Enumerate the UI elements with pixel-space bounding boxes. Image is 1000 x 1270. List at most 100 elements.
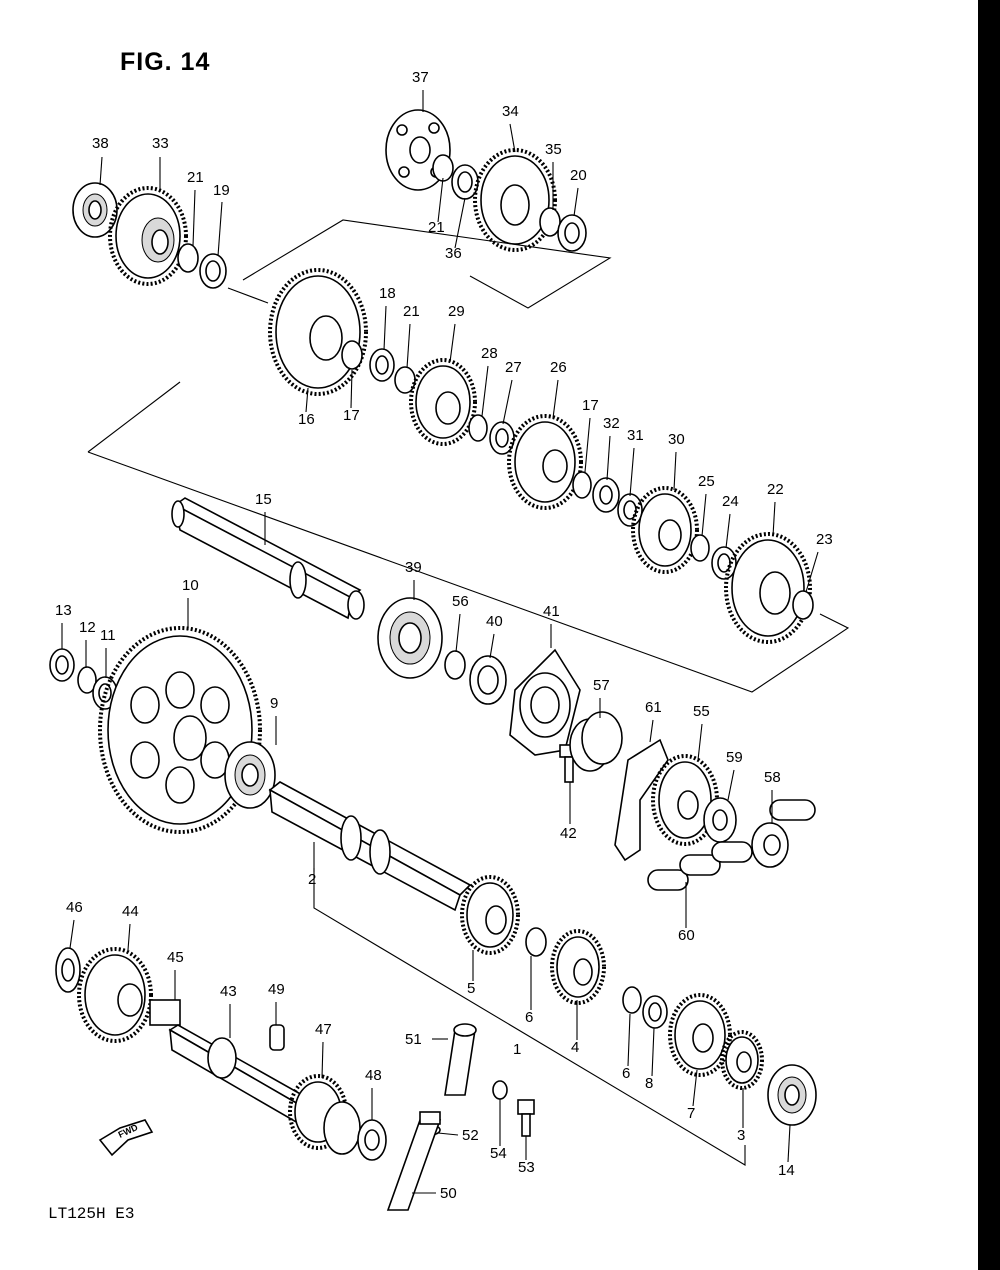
circlip-6-left bbox=[525, 927, 547, 957]
callout-11: 11 bbox=[100, 627, 116, 644]
fwd-arrow-icon bbox=[98, 1119, 154, 1157]
leader-line-30 bbox=[673, 451, 677, 491]
model-code: LT125H E3 bbox=[48, 1205, 135, 1223]
callout-15: 15 bbox=[255, 491, 272, 508]
plate-41 bbox=[509, 648, 581, 756]
bushing-17-lower bbox=[572, 471, 592, 499]
leader-line-24 bbox=[725, 513, 731, 549]
callout-6a: 6 bbox=[525, 1009, 533, 1026]
callout-6b: 6 bbox=[622, 1065, 630, 1082]
callout-17b: 17 bbox=[582, 397, 599, 414]
callout-23: 23 bbox=[816, 531, 833, 548]
bearing-39 bbox=[377, 597, 443, 679]
callout-19: 19 bbox=[213, 182, 230, 199]
callout-60: 60 bbox=[678, 927, 695, 944]
gear-34 bbox=[473, 148, 557, 252]
callout-16: 16 bbox=[298, 411, 315, 428]
washer-18 bbox=[369, 348, 395, 382]
leader-line-40 bbox=[489, 633, 495, 659]
callout-17a: 17 bbox=[343, 407, 360, 424]
washer-46 bbox=[55, 947, 81, 993]
bearing-14 bbox=[767, 1064, 817, 1126]
callout-13: 13 bbox=[55, 602, 72, 619]
mainshaft-2 bbox=[268, 781, 472, 912]
callout-59: 59 bbox=[726, 749, 743, 766]
circlip-21-middle bbox=[394, 366, 416, 394]
callout-26: 26 bbox=[550, 359, 567, 376]
callout-52: 52 bbox=[462, 1127, 479, 1144]
leader-line-47 bbox=[321, 1041, 324, 1079]
nut-58 bbox=[751, 822, 789, 868]
washer-48 bbox=[357, 1119, 387, 1161]
circlip-12 bbox=[77, 666, 97, 694]
leader-line-21b bbox=[437, 177, 444, 223]
circlip-6-right bbox=[622, 986, 642, 1014]
bearing-9 bbox=[224, 741, 276, 809]
bushing-51 bbox=[444, 1023, 477, 1096]
callout-35: 35 bbox=[545, 141, 562, 158]
leader-line-26 bbox=[552, 379, 559, 419]
washer-27 bbox=[489, 421, 515, 455]
callout-18: 18 bbox=[379, 285, 396, 302]
leader-line-6b bbox=[627, 1013, 631, 1067]
scan-edge-bar bbox=[978, 0, 1000, 1270]
leader-line-21c bbox=[406, 323, 411, 369]
pin-49 bbox=[269, 1024, 285, 1051]
callout-27: 27 bbox=[505, 359, 522, 376]
leader-line-44 bbox=[127, 923, 131, 951]
circlip-21-top bbox=[177, 243, 199, 273]
callout-45: 45 bbox=[167, 949, 184, 966]
callout-49: 49 bbox=[268, 981, 285, 998]
callout-58: 58 bbox=[764, 769, 781, 786]
callout-47: 47 bbox=[315, 1021, 332, 1038]
leader-line-52 bbox=[437, 1132, 459, 1136]
callout-54: 54 bbox=[490, 1145, 507, 1162]
washer-36 bbox=[451, 164, 479, 200]
callout-56: 56 bbox=[452, 593, 469, 610]
callout-7: 7 bbox=[687, 1105, 695, 1122]
gear-5 bbox=[460, 875, 520, 955]
circlip-28 bbox=[468, 414, 488, 442]
leader-line-22 bbox=[772, 501, 776, 537]
leader-line-18 bbox=[383, 305, 387, 351]
leader-line-8 bbox=[651, 1027, 655, 1077]
callout-51: 51 bbox=[405, 1031, 422, 1048]
leader-lines bbox=[61, 90, 819, 1194]
callout-20: 20 bbox=[570, 167, 587, 184]
leader-line-25 bbox=[701, 493, 707, 537]
bushing-23 bbox=[792, 590, 814, 620]
washer-20 bbox=[557, 214, 587, 252]
callout-46: 46 bbox=[66, 899, 83, 916]
washer-59 bbox=[703, 797, 737, 843]
leader-line-20 bbox=[573, 187, 579, 217]
callout-32: 32 bbox=[603, 415, 620, 432]
plate-61 bbox=[614, 738, 669, 862]
callout-24: 24 bbox=[722, 493, 739, 510]
gear-shaft-50 bbox=[386, 1111, 442, 1211]
callout-39: 39 bbox=[405, 559, 422, 576]
leader-line-61 bbox=[649, 719, 654, 743]
gear-22 bbox=[724, 532, 812, 644]
leader-line-55 bbox=[697, 723, 703, 761]
gear-29 bbox=[409, 358, 477, 446]
callout-29: 29 bbox=[448, 303, 465, 320]
callout-14: 14 bbox=[778, 1162, 795, 1179]
callout-43: 43 bbox=[220, 983, 237, 1000]
leader-line-36 bbox=[454, 197, 466, 249]
washer-19 bbox=[199, 253, 227, 289]
callout-48: 48 bbox=[365, 1067, 382, 1084]
callout-4: 4 bbox=[571, 1039, 579, 1056]
figure-title: FIG. 14 bbox=[120, 48, 211, 76]
leader-line-46 bbox=[69, 919, 75, 949]
callout-31: 31 bbox=[627, 427, 644, 444]
leader-line-28 bbox=[481, 365, 489, 417]
leader-line-17b bbox=[584, 417, 591, 473]
shaft-43 bbox=[168, 1024, 322, 1132]
gear-30 bbox=[631, 486, 699, 574]
callout-2: 2 bbox=[308, 871, 316, 888]
assembly-brackets bbox=[87, 219, 850, 1166]
callout-28: 28 bbox=[481, 345, 498, 362]
callout-38: 38 bbox=[92, 135, 109, 152]
